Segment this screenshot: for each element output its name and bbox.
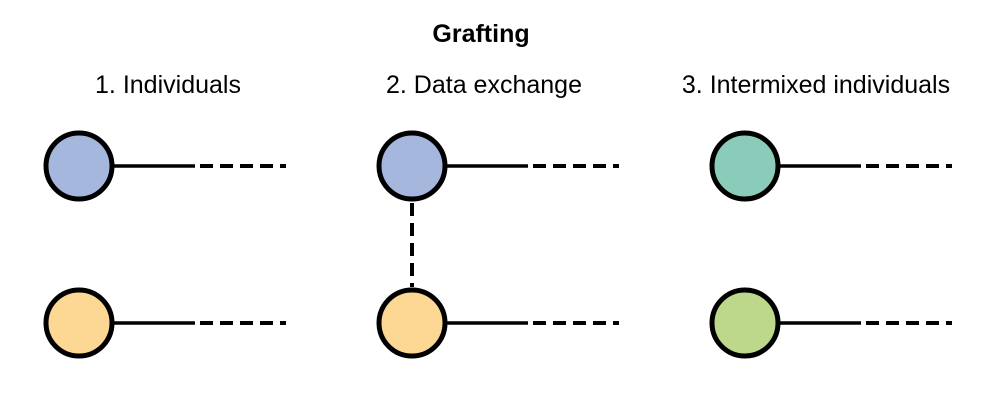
individual-node-blue [43,130,115,202]
panel-3-intermixed-individuals [709,130,952,359]
panel-1-label: 1. Individuals [95,71,241,99]
panel-3-label: 3. Intermixed individuals [681,71,951,99]
intermixed-node-teal [709,130,781,202]
panel-1-individuals [43,130,286,359]
individual-node-orange [43,287,115,359]
intermixed-node-green [709,287,781,359]
panel-2-label: 2. Data exchange [386,71,582,99]
panel-2-data-exchange [376,130,619,359]
individual-node-blue [376,130,448,202]
diagram-title: Grafting [432,20,530,48]
individual-node-orange [376,287,448,359]
